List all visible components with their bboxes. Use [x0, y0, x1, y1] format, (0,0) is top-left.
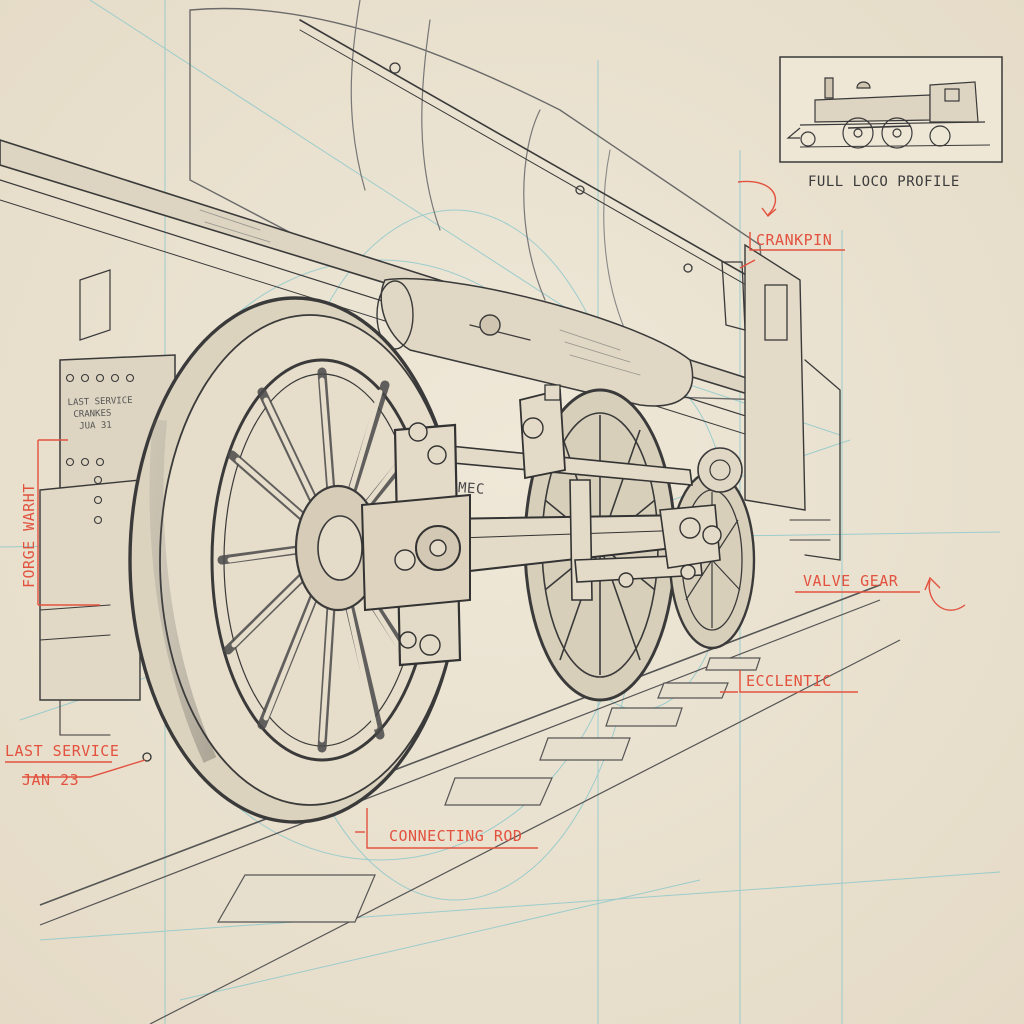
inset-caption: FULL LOCO PROFILE	[808, 174, 960, 190]
front-driving-wheel	[128, 296, 462, 824]
label-crankpin: CRANKPIN	[756, 231, 833, 249]
motion-work	[142, 384, 722, 762]
label-connecting-rod: CONNECTING ROD	[389, 827, 523, 845]
inset-loco-profile	[779, 56, 1003, 163]
label-last-service: LAST SERVICE	[5, 742, 120, 760]
label-jan-23: JAN 23	[22, 771, 80, 789]
label-forge-weight: FORGE WARHT	[20, 483, 38, 588]
rod-marking: MEC	[457, 480, 486, 498]
label-ecclentic: ECCLENTIC	[746, 672, 832, 690]
sleepers	[216, 657, 761, 923]
locomotive-body	[0, 0, 841, 736]
railway-track	[39, 584, 901, 1024]
plate-rivets	[65, 373, 135, 525]
service-plate-text: LAST SERVICE CRANKES JUA 31	[67, 395, 133, 433]
label-valve-gear: VALVE GEAR	[803, 572, 899, 590]
annotation-leaders	[5, 180, 966, 849]
